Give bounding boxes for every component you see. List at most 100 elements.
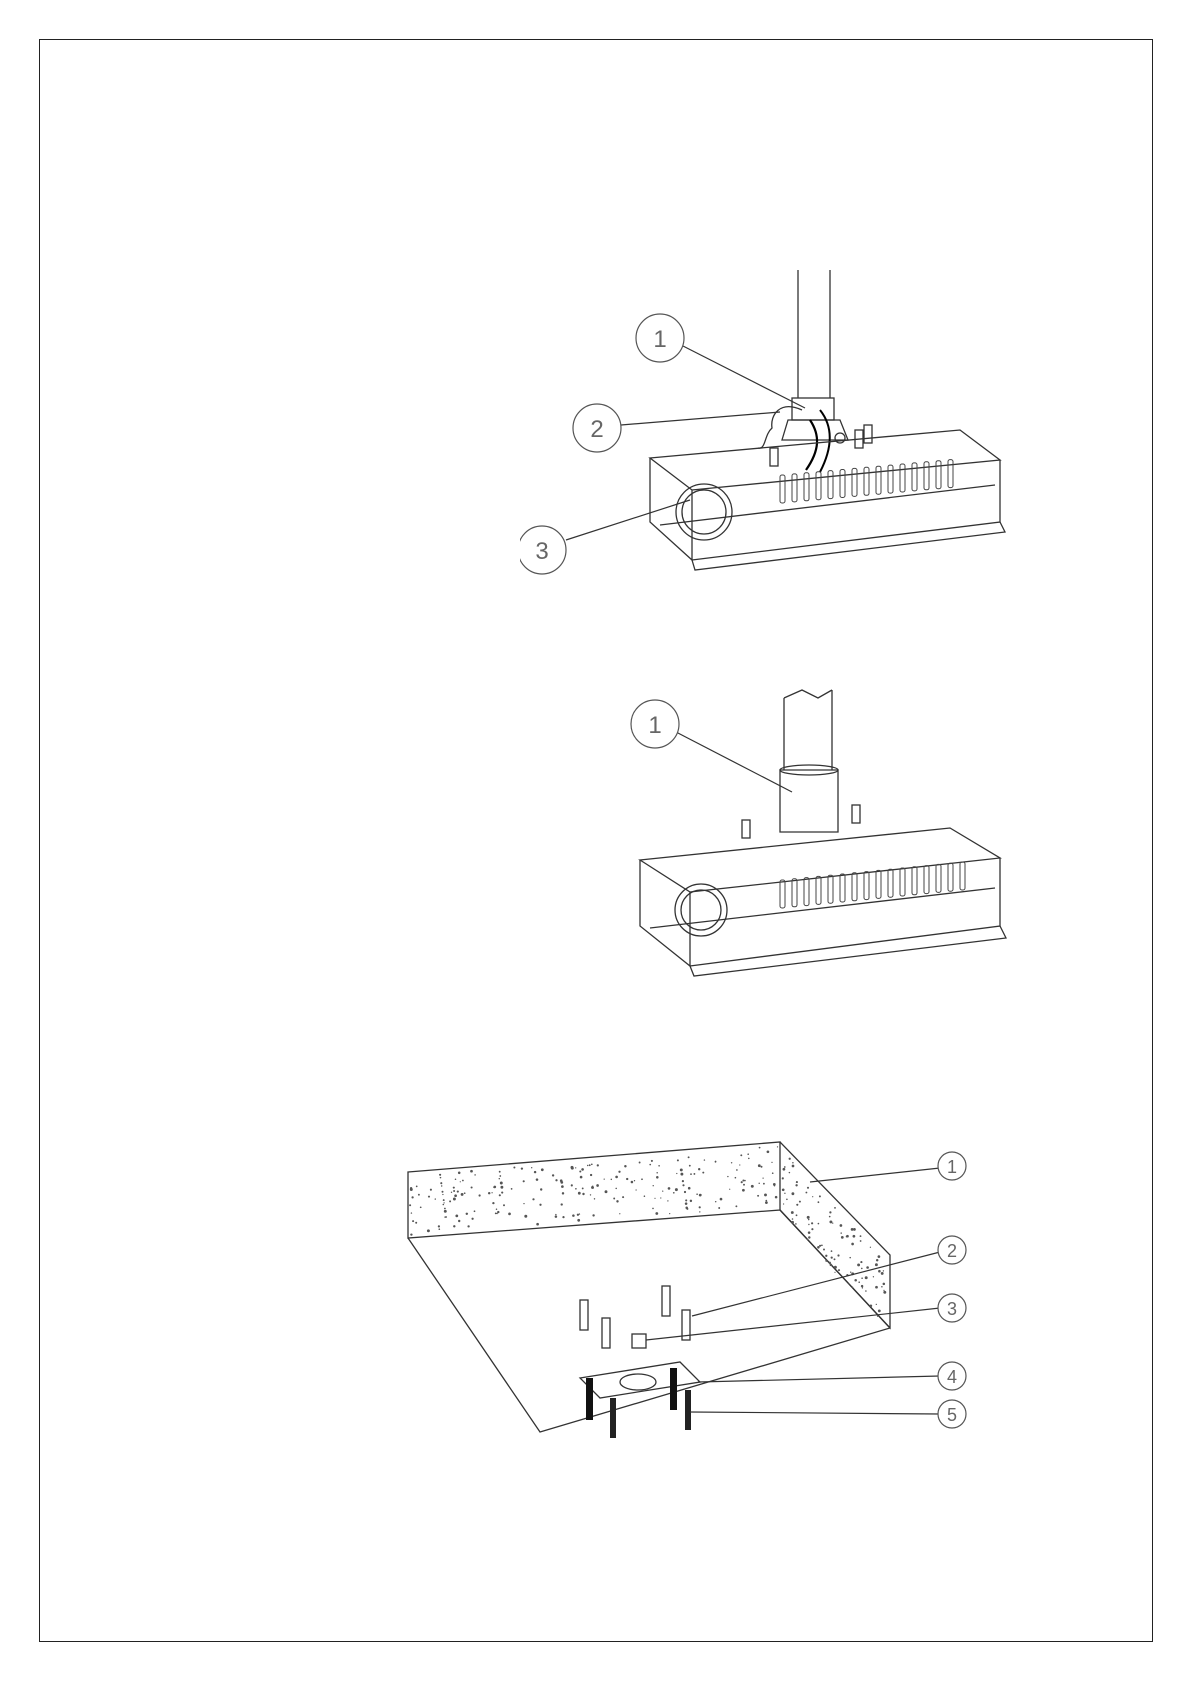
- concrete-speck: [441, 1185, 442, 1186]
- vent-slot: [960, 862, 965, 890]
- vent-slot: [912, 463, 917, 491]
- concrete-speck: [805, 1192, 807, 1194]
- concrete-speck: [775, 1196, 778, 1199]
- concrete-speck: [444, 1210, 447, 1213]
- concrete-speck: [662, 1190, 663, 1191]
- concrete-speck: [420, 1206, 422, 1208]
- concrete-speck: [460, 1181, 461, 1182]
- concrete-speck: [807, 1187, 809, 1189]
- concrete-speck: [876, 1259, 878, 1261]
- figure-2-projector-cover-diagram: 1: [620, 680, 1140, 1010]
- concrete-speck: [471, 1218, 473, 1220]
- concrete-speck: [410, 1233, 412, 1235]
- concrete-speck: [829, 1220, 832, 1223]
- concrete-speck: [684, 1191, 686, 1193]
- concrete-speck: [685, 1199, 687, 1201]
- concrete-speck: [878, 1255, 881, 1258]
- concrete-speck: [656, 1176, 659, 1179]
- concrete-speck: [571, 1184, 573, 1186]
- concrete-speck: [474, 1174, 476, 1176]
- concrete-speck: [439, 1174, 441, 1176]
- concrete-speck: [592, 1187, 594, 1189]
- concrete-speck: [561, 1185, 564, 1188]
- concrete-speck: [883, 1290, 884, 1291]
- concrete-speck: [808, 1219, 809, 1220]
- concrete-speck: [561, 1203, 563, 1205]
- vent-slot: [780, 475, 785, 503]
- vent-slot: [888, 465, 893, 493]
- concrete-speck: [857, 1263, 860, 1266]
- concrete-speck: [619, 1213, 620, 1214]
- concrete-speck: [870, 1247, 871, 1248]
- concrete-speck: [575, 1167, 576, 1168]
- concrete-speck: [742, 1180, 744, 1182]
- concrete-speck: [688, 1187, 691, 1190]
- vent-slot: [864, 872, 869, 900]
- concrete-speck: [508, 1213, 511, 1216]
- concrete-speck: [555, 1179, 557, 1181]
- concrete-speck: [655, 1212, 658, 1215]
- concrete-speck: [849, 1257, 851, 1259]
- concrete-speck: [581, 1168, 584, 1171]
- concrete-speck: [693, 1173, 695, 1175]
- concrete-speck: [594, 1198, 595, 1199]
- concrete-speck: [875, 1286, 878, 1289]
- concrete-speck: [715, 1201, 716, 1202]
- concrete-speck: [428, 1196, 430, 1198]
- concrete-speck: [808, 1236, 810, 1238]
- concrete-speck: [443, 1199, 445, 1201]
- concrete-speck: [454, 1194, 457, 1197]
- concrete-speck: [680, 1173, 683, 1176]
- concrete-speck: [791, 1192, 794, 1195]
- concrete-speck: [622, 1196, 624, 1198]
- concrete-speck: [858, 1281, 860, 1283]
- concrete-speck: [811, 1222, 813, 1224]
- concrete-speck: [597, 1164, 599, 1166]
- concrete-speck: [744, 1180, 746, 1182]
- mount-bolts: [742, 805, 860, 838]
- concrete-speck: [562, 1192, 564, 1194]
- concrete-speck: [578, 1192, 581, 1195]
- concrete-speck: [455, 1179, 457, 1181]
- concrete-speck: [412, 1220, 414, 1222]
- concrete-speck: [626, 1178, 628, 1180]
- vent-slot: [840, 470, 845, 498]
- concrete-speck: [435, 1198, 436, 1199]
- pole: [780, 690, 838, 832]
- concrete-speck: [764, 1193, 767, 1196]
- concrete-speck: [624, 1165, 626, 1167]
- concrete-speck: [539, 1204, 541, 1206]
- concrete-speck: [851, 1243, 854, 1246]
- concrete-speck: [796, 1214, 798, 1216]
- concrete-speck: [690, 1173, 692, 1175]
- concrete-speck: [777, 1146, 778, 1147]
- figure-3-ceiling-installation-diagram: 1 2 3 4 5: [380, 1130, 1100, 1510]
- concrete-speck: [571, 1166, 574, 1169]
- callout-1: 1: [810, 1152, 966, 1182]
- vent-slot: [828, 471, 833, 499]
- concrete-speck: [582, 1193, 584, 1195]
- callout-label: 3: [535, 538, 548, 565]
- concrete-speck: [500, 1182, 503, 1185]
- concrete-speck: [673, 1192, 675, 1194]
- concrete-speck: [689, 1165, 691, 1167]
- concrete-speck: [846, 1235, 849, 1238]
- concrete-speck: [653, 1185, 654, 1186]
- concrete-speck: [825, 1260, 827, 1262]
- concrete-speck: [492, 1202, 494, 1204]
- concrete-speck: [443, 1202, 444, 1203]
- concrete-speck: [499, 1194, 501, 1196]
- callout-3: 3: [646, 1294, 966, 1340]
- concrete-speck: [883, 1291, 886, 1294]
- concrete-speck: [837, 1254, 839, 1256]
- vent-slot: [816, 472, 821, 500]
- concrete-speck: [808, 1231, 811, 1234]
- vent-slot: [852, 468, 857, 496]
- concrete-speck: [616, 1200, 618, 1202]
- concrete-speck: [521, 1167, 523, 1169]
- concrete-speck: [596, 1184, 599, 1187]
- concrete-speck: [649, 1164, 651, 1166]
- concrete-speck: [667, 1200, 668, 1201]
- callout-label: 2: [947, 1241, 957, 1261]
- concrete-speck: [819, 1245, 821, 1247]
